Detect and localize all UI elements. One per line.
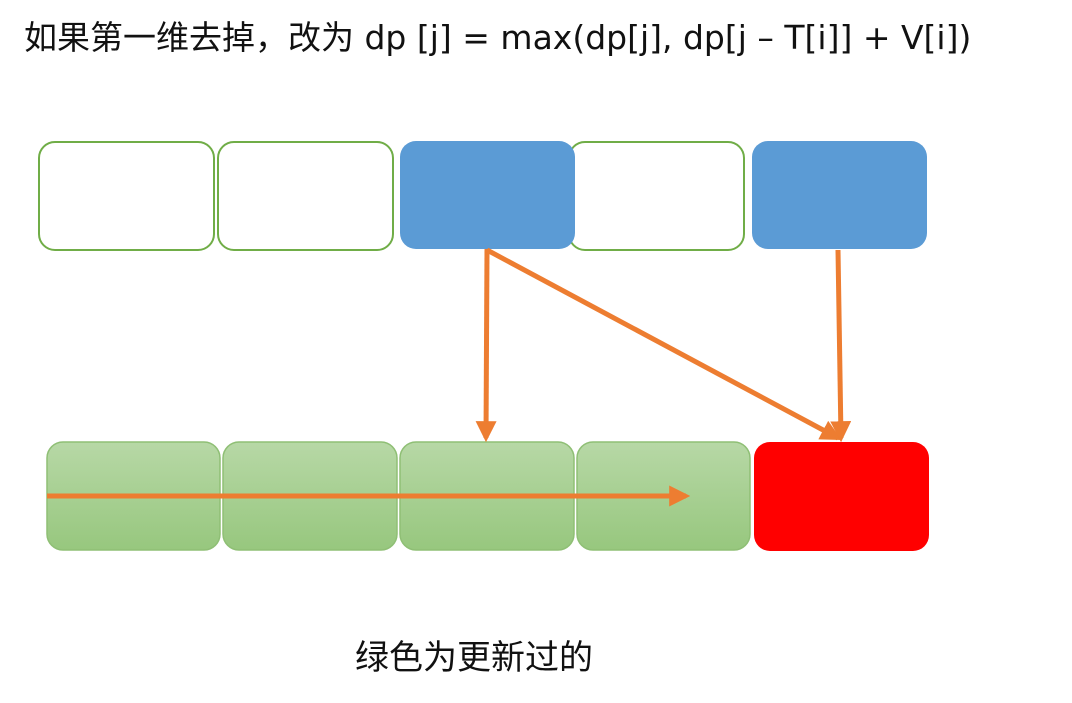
arrows: [47, 247, 852, 507]
top-cell-3-source: [400, 141, 575, 249]
arrow-down-from-cell-5: [830, 249, 852, 443]
top-row: [38, 141, 927, 251]
top-cell-1: [38, 141, 215, 251]
top-cell-4: [568, 141, 745, 251]
bottom-cell-5-target: [754, 442, 929, 551]
top-cell-5-source: [752, 141, 927, 249]
formula-title: 如果第一维去掉，改为 dp [j] = max(dp[j], dp[j – T[…: [24, 18, 972, 57]
arrow-down-from-cell-3: [475, 248, 497, 443]
arrow-diagonal-to-target: [485, 247, 842, 441]
top-cell-2: [217, 141, 394, 251]
caption: 绿色为更新过的: [355, 638, 593, 678]
